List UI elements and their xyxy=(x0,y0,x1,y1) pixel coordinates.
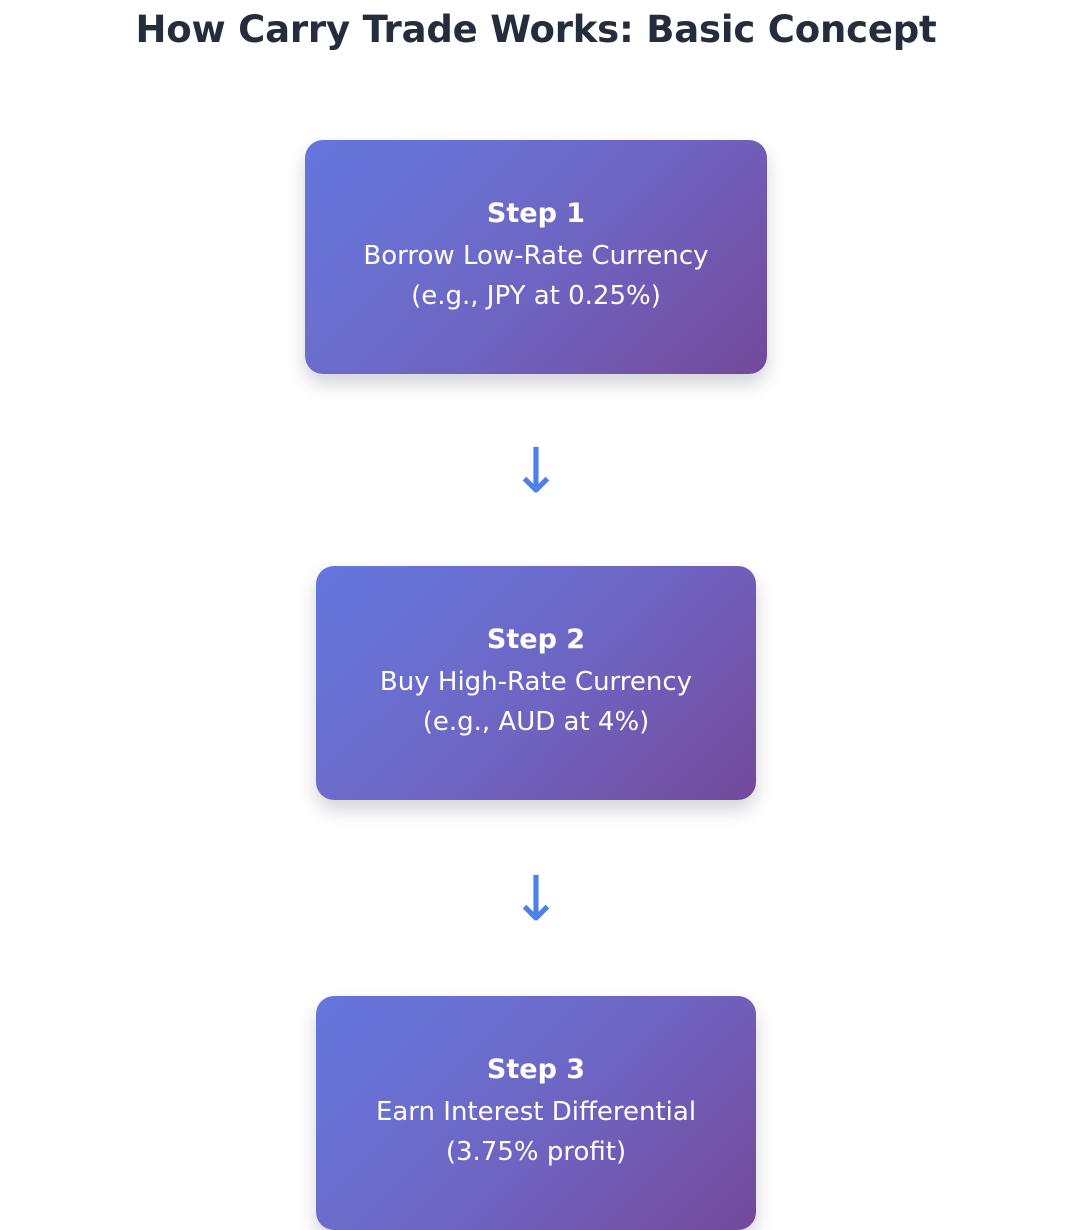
spacer-1 xyxy=(0,374,1072,440)
flow-step-2-line-1: Buy High-Rate Currency xyxy=(379,666,693,697)
spacer-3 xyxy=(0,800,1072,868)
flow-step-1: Step 1 Borrow Low-Rate Currency (e.g., J… xyxy=(305,140,767,374)
arrow-down-icon-2: ↓ xyxy=(510,862,562,935)
flow-step-1-title: Step 1 xyxy=(486,198,586,230)
page-title: How Carry Trade Works: Basic Concept xyxy=(135,8,937,51)
flow-step-3: Step 3 Earn Interest Differential (3.75%… xyxy=(316,996,756,1230)
flow-step-3-line-1: Earn Interest Differential xyxy=(375,1096,697,1127)
flow-step-3-line-2: (3.75% profit) xyxy=(445,1137,627,1168)
flow-step-2: Step 2 Buy High-Rate Currency (e.g., AUD… xyxy=(316,566,756,800)
spacer-2 xyxy=(0,502,1072,566)
flow-step-3-title: Step 3 xyxy=(486,1054,586,1086)
flow-step-1-line-2: (e.g., JPY at 0.25%) xyxy=(411,281,661,312)
flow-chart: Step 1 Borrow Low-Rate Currency (e.g., J… xyxy=(0,140,1072,1230)
flow-step-1-line-1: Borrow Low-Rate Currency xyxy=(363,240,709,271)
flow-step-2-line-2: (e.g., AUD at 4%) xyxy=(422,707,650,738)
flow-step-2-title: Step 2 xyxy=(486,624,586,656)
arrow-down-icon-1: ↓ xyxy=(510,434,562,507)
spacer-4 xyxy=(0,930,1072,996)
